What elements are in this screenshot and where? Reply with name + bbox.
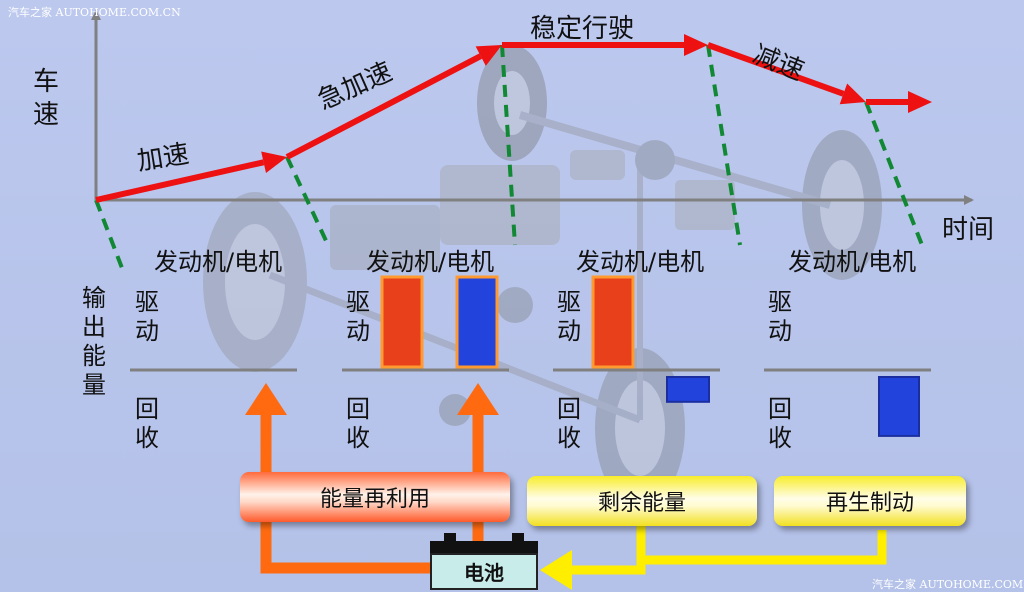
phase-divider-5	[864, 101, 924, 246]
watermark-bottom: 汽车之家 AUTOHOME.COM.CN	[872, 578, 1024, 591]
recover-label-2: 回收	[346, 395, 370, 452]
motor-recover-bar-phase-4	[878, 376, 920, 437]
battery-cap	[430, 541, 538, 554]
speed-arrowhead-4	[839, 83, 866, 105]
engine-drive-bar-phase-2	[380, 275, 424, 369]
energy-reuse-box: 能量再利用	[240, 472, 510, 522]
regen-arrow-line	[641, 530, 887, 565]
power-source-label-1: 发动机/电机	[154, 248, 283, 276]
speed-segment-2	[285, 53, 483, 160]
speed-arrowhead-2	[475, 45, 502, 66]
phase-divider-3	[500, 44, 517, 246]
power-source-label-4: 发动机/电机	[788, 248, 917, 276]
x-axis-label: 时间	[942, 215, 995, 245]
battery-terminal-negative	[444, 533, 456, 542]
speed-arrowhead-5	[908, 91, 932, 113]
energy-flow-arrows	[245, 383, 887, 590]
reuse-arrow-line-1	[260, 412, 430, 574]
drive-label-1: 驱动	[135, 288, 159, 345]
y-axis-label: 车速	[32, 67, 59, 130]
phase-divider-lines	[94, 44, 924, 269]
recover-label-3: 回收	[557, 395, 581, 452]
drive-label-4: 驱动	[768, 288, 792, 345]
regen-braking-box: 再生制动	[774, 476, 966, 526]
energy-bars	[130, 275, 931, 437]
surplus-arrow-line	[568, 526, 646, 575]
phase-divider-1	[94, 199, 124, 269]
speed-segment-4	[706, 42, 845, 97]
speed-arrowhead-3	[684, 34, 708, 56]
speed-arrowhead-1	[261, 151, 287, 174]
phase-divider-4	[706, 44, 742, 246]
reuse-arrowhead-2	[457, 383, 499, 415]
recover-label-4: 回收	[768, 395, 792, 452]
motor-recover-bar-phase-3	[666, 376, 710, 403]
drive-label-2: 驱动	[346, 288, 370, 345]
recover-label-1: 回收	[135, 395, 159, 452]
chassis-illustration	[203, 45, 882, 508]
phase-divider-2	[285, 156, 330, 246]
power-source-label-2: 发动机/电机	[366, 248, 495, 276]
battery-terminal-positive	[512, 533, 524, 542]
engine-drive-bar-phase-3	[591, 275, 635, 369]
motor-drive-bar-phase-2	[455, 275, 499, 369]
phase-label-cruise: 稳定行驶	[530, 14, 635, 44]
speed-profile	[95, 34, 932, 203]
surplus-energy-box: 剩余能量	[527, 476, 757, 526]
drive-label-3: 驱动	[557, 288, 581, 345]
output-energy-label: 输出能量	[82, 284, 106, 399]
reuse-arrowhead-1	[245, 383, 287, 415]
watermark-top: 汽车之家 AUTOHOME.COM.CN	[8, 6, 181, 19]
speed-segment-1	[95, 159, 265, 203]
power-source-label-3: 发动机/电机	[576, 248, 705, 276]
charge-arrowhead	[540, 550, 572, 590]
battery: 电池	[430, 553, 538, 590]
